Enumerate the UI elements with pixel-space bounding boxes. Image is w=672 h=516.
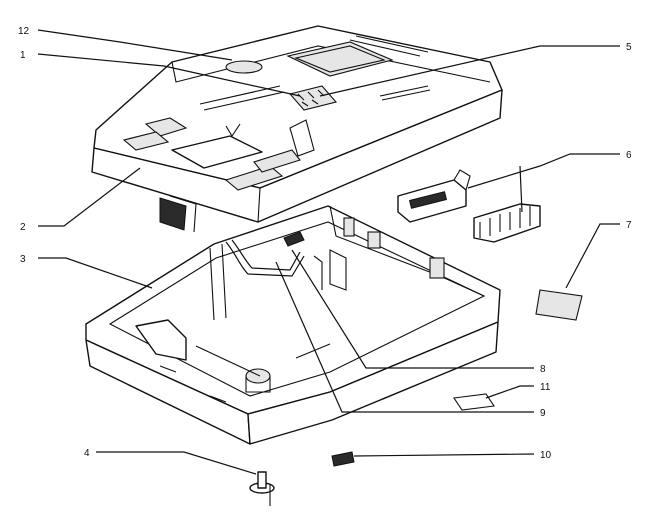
wire-bracket bbox=[225, 231, 305, 277]
leader-lines bbox=[37, 29, 620, 475]
callout-12: 12 bbox=[18, 26, 30, 37]
label-card bbox=[535, 289, 583, 321]
callout-1: 1 bbox=[20, 50, 26, 61]
small-label bbox=[453, 393, 495, 411]
callouts: 12 1 5 6 2 7 3 8 11 9 4 10 bbox=[18, 26, 632, 461]
callout-6: 6 bbox=[626, 150, 632, 161]
callout-4: 4 bbox=[84, 448, 90, 459]
circuit-board-connector bbox=[397, 169, 541, 243]
spring bbox=[331, 451, 355, 467]
callout-8: 8 bbox=[540, 364, 546, 375]
callout-9: 9 bbox=[540, 408, 546, 419]
callout-2: 2 bbox=[20, 222, 26, 233]
base-housing bbox=[85, 205, 501, 445]
callout-10: 10 bbox=[540, 450, 552, 461]
callout-11: 11 bbox=[540, 382, 551, 393]
callout-7: 7 bbox=[626, 220, 632, 231]
callout-3: 3 bbox=[20, 254, 26, 265]
screw bbox=[249, 471, 275, 506]
top-cover bbox=[91, 25, 503, 233]
callout-5: 5 bbox=[626, 42, 632, 53]
